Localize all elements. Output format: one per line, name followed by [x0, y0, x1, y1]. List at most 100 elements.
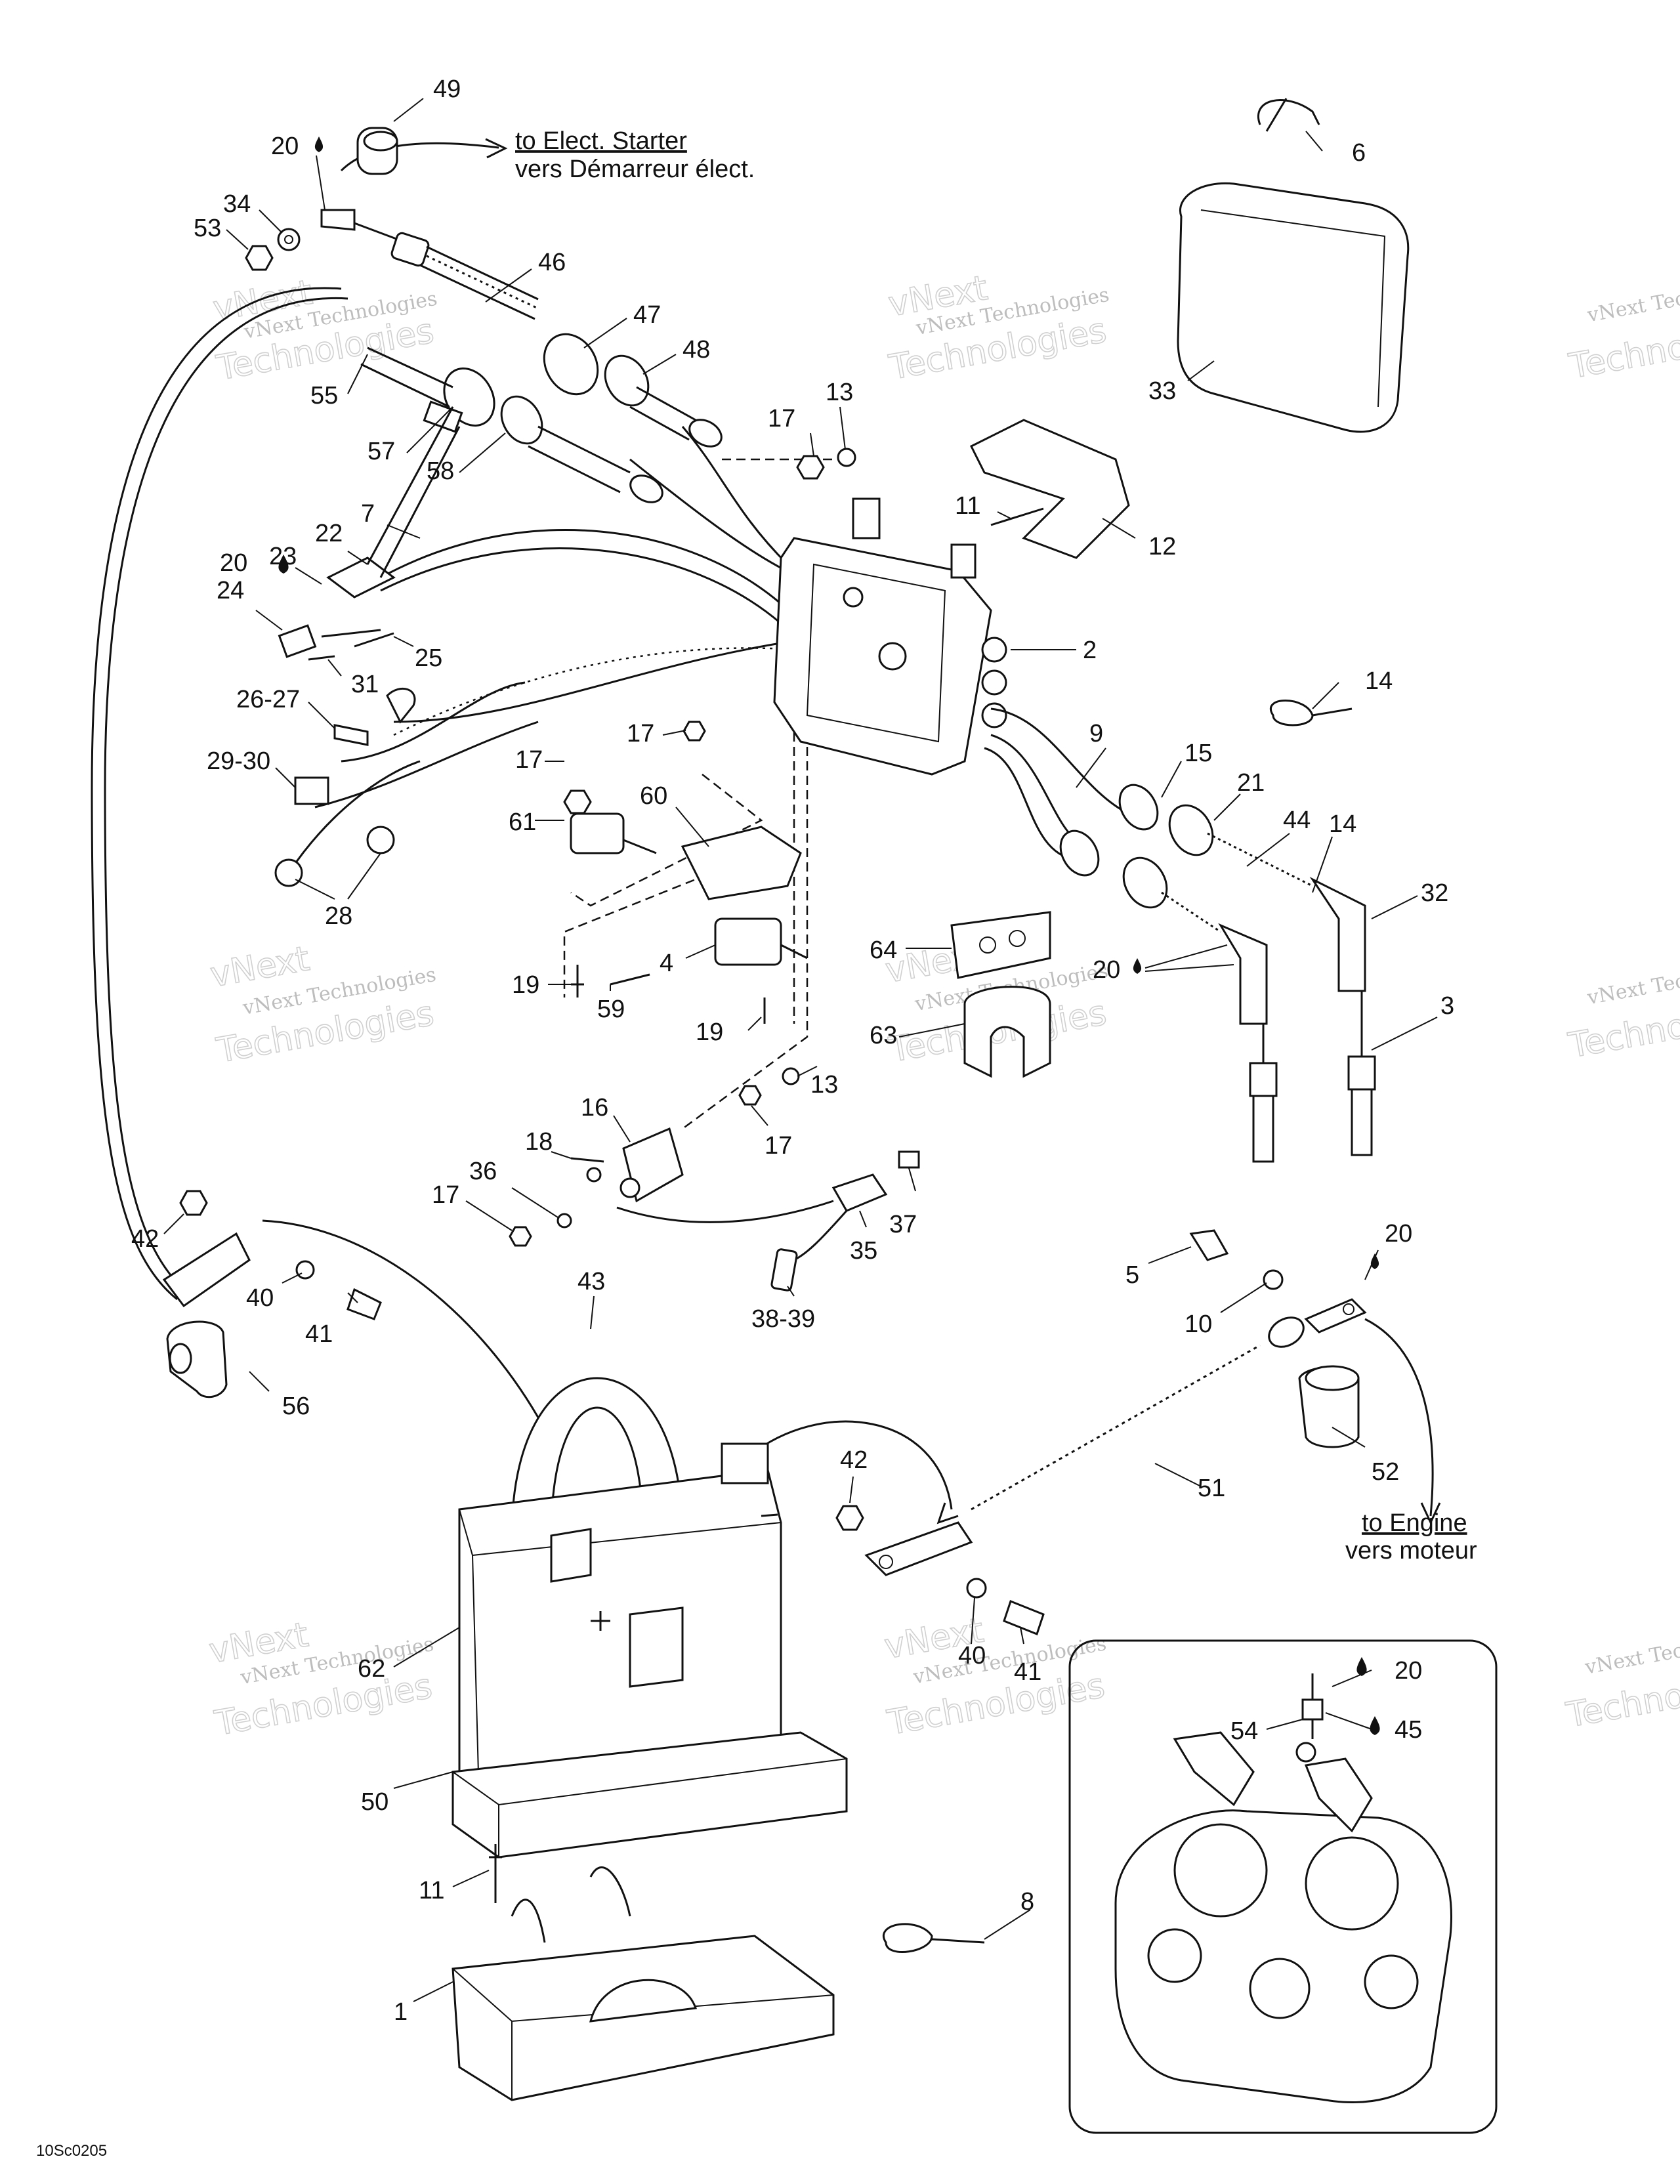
callout-55: 55	[310, 382, 338, 410]
screw-18	[570, 1157, 604, 1163]
callout-32: 32	[1421, 879, 1448, 907]
parts-group	[162, 98, 1498, 2134]
connector-26-27	[333, 724, 369, 746]
callout-4: 4	[660, 950, 673, 977]
tie-8	[883, 1923, 985, 1953]
screw-19	[571, 965, 584, 998]
callout-62: 62	[358, 1655, 385, 1683]
pad-50	[452, 1731, 848, 1858]
fuse-holder-35	[831, 1173, 888, 1212]
callout-31: 31	[351, 671, 379, 698]
pin-11	[489, 1844, 502, 1903]
watermark-text: vNext Technologies	[1583, 1622, 1680, 1679]
harness-wire	[380, 529, 782, 605]
callout-49: 49	[433, 75, 461, 103]
nut-42	[179, 1190, 208, 1216]
callout-28: 28	[325, 902, 352, 930]
callout-35: 35	[850, 1237, 877, 1265]
callout-40: 40	[958, 1642, 986, 1670]
harness-wire	[287, 760, 421, 873]
callout-14: 14	[1365, 667, 1393, 695]
holder-63	[963, 986, 1051, 1078]
clip-6	[1257, 98, 1320, 132]
washer-36	[556, 1213, 572, 1228]
nut-17	[509, 1226, 532, 1247]
engine-inset-frame	[1068, 1639, 1498, 2134]
callout-60: 60	[640, 782, 667, 810]
starter-label-fr: vers Démarreur élect.	[515, 156, 755, 183]
callout-37: 37	[889, 1211, 917, 1238]
callout-20: 20	[1385, 1220, 1412, 1248]
wiring-harness	[91, 138, 1441, 1525]
ignition-box-2	[773, 497, 1007, 776]
callout-46: 46	[538, 249, 566, 276]
arrow-head	[936, 1502, 959, 1524]
negative-cable-51	[864, 1298, 1367, 1576]
washer-10	[1263, 1269, 1284, 1290]
nut-42	[835, 1505, 864, 1531]
negative-cable-arc	[747, 1420, 953, 1510]
callout-leaders	[163, 98, 1438, 2002]
connector-29-30	[294, 776, 329, 805]
bracket-12	[969, 419, 1130, 559]
callout-11: 11	[955, 492, 980, 520]
callout-51: 51	[1198, 1475, 1225, 1502]
callout-56: 56	[282, 1393, 310, 1420]
callout-21: 21	[1237, 769, 1265, 797]
cover-33	[1177, 182, 1410, 433]
callout-16: 16	[581, 1094, 608, 1122]
boot-49	[356, 127, 398, 175]
callout-41: 41	[1014, 1658, 1041, 1686]
bolt-5	[1189, 1229, 1229, 1261]
callout-48: 48	[682, 336, 710, 364]
callout-53: 53	[194, 215, 221, 242]
callout-58: 58	[427, 457, 454, 485]
callout-18: 18	[525, 1128, 553, 1156]
callout-26-27: 26-27	[236, 686, 300, 713]
washer-13	[837, 448, 856, 467]
dashed-mount-line	[682, 689, 808, 1130]
callout-19: 19	[512, 971, 539, 999]
lubricant-drops	[278, 136, 1380, 1735]
engine-label-fr: vers moteur	[1345, 1537, 1477, 1564]
callout-64: 64	[870, 936, 897, 964]
lubricant-drop-icon	[278, 555, 289, 574]
starter-cable-loop-inner	[104, 297, 348, 1291]
starter-cable	[320, 209, 723, 448]
starter-label-en: to Elect. Starter	[515, 127, 687, 155]
nut-17	[796, 455, 825, 480]
harness-wire	[380, 547, 782, 625]
coil-4	[714, 917, 808, 966]
washer-40	[295, 1260, 315, 1280]
starter-cable-loop	[91, 287, 342, 1301]
lubricant-drop-icon	[314, 136, 324, 152]
tray-1	[452, 1866, 835, 2101]
terminal-cover	[162, 1232, 251, 1308]
callout-19: 19	[696, 1018, 723, 1046]
ring-terminal-28	[274, 858, 303, 887]
callout-42: 42	[131, 1225, 159, 1253]
callout-38-39: 38-39	[751, 1305, 815, 1333]
callout-47: 47	[633, 301, 661, 329]
callout-11: 11	[419, 1877, 444, 1904]
bolt-41	[346, 1288, 382, 1320]
dashed-mount-line	[570, 774, 763, 907]
lubricant-drop-icon	[1356, 1657, 1367, 1676]
lubricant-drop-icon	[1133, 958, 1142, 974]
nut-17	[738, 1085, 762, 1106]
callout-52: 52	[1372, 1458, 1399, 1486]
pin-25	[354, 632, 394, 648]
callout-17: 17	[765, 1132, 792, 1160]
callout-numbers: 49 20 34 53 46 47 48 55 57 58 6 33 17 13…	[131, 75, 1454, 2026]
callout-36: 36	[469, 1158, 497, 1185]
tie-14	[1270, 700, 1353, 726]
diagram-code: 10Sc0205	[36, 2142, 107, 2160]
callout-43: 43	[578, 1268, 605, 1295]
fuse-37	[898, 1150, 920, 1169]
callout-22: 22	[315, 520, 343, 547]
callout-6: 6	[1352, 139, 1366, 167]
nut-17	[682, 721, 706, 742]
callout-1: 1	[394, 1998, 408, 2026]
connector-38-39	[770, 1248, 798, 1292]
lubricant-drop-icon	[1370, 1716, 1380, 1735]
